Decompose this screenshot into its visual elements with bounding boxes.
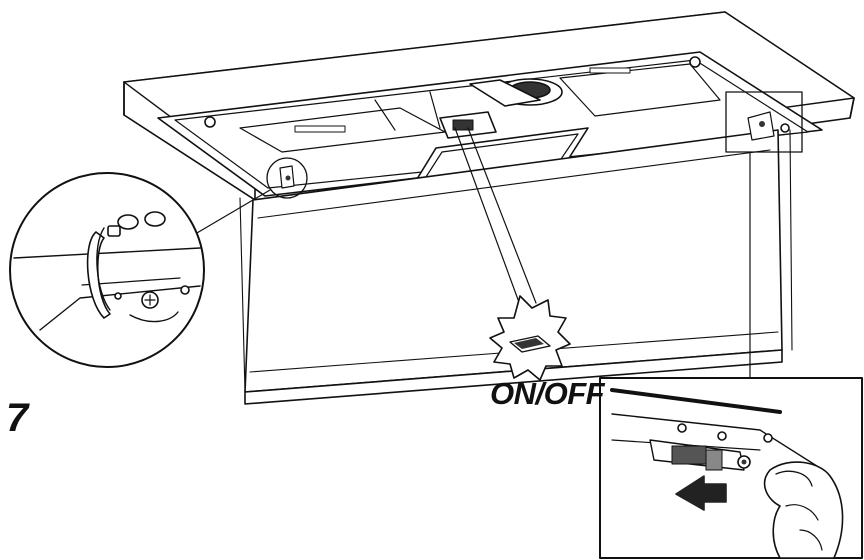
hinge-bracket-small-icon xyxy=(279,165,295,189)
switch-callout xyxy=(489,295,571,381)
hinge-detail-view xyxy=(9,172,205,368)
hinge-bracket-icon xyxy=(86,225,121,319)
on-off-label: ON/OFF xyxy=(490,376,605,411)
finger-icon xyxy=(763,461,844,559)
latch-detail-marker xyxy=(725,91,803,153)
rocker-switch-icon xyxy=(509,335,551,353)
hinge-detail-marker xyxy=(266,157,308,199)
fan-motor xyxy=(469,78,563,107)
switch-housing xyxy=(439,111,497,139)
latch-mechanism xyxy=(649,439,751,471)
step-number: 7 xyxy=(6,396,29,440)
push-arrow-icon xyxy=(675,475,727,511)
latch-detail-view xyxy=(599,377,863,559)
switch-leader-right xyxy=(467,127,537,304)
latch-small-icon xyxy=(747,111,775,141)
hood-body xyxy=(123,11,855,201)
switch-leader-left xyxy=(454,127,521,306)
